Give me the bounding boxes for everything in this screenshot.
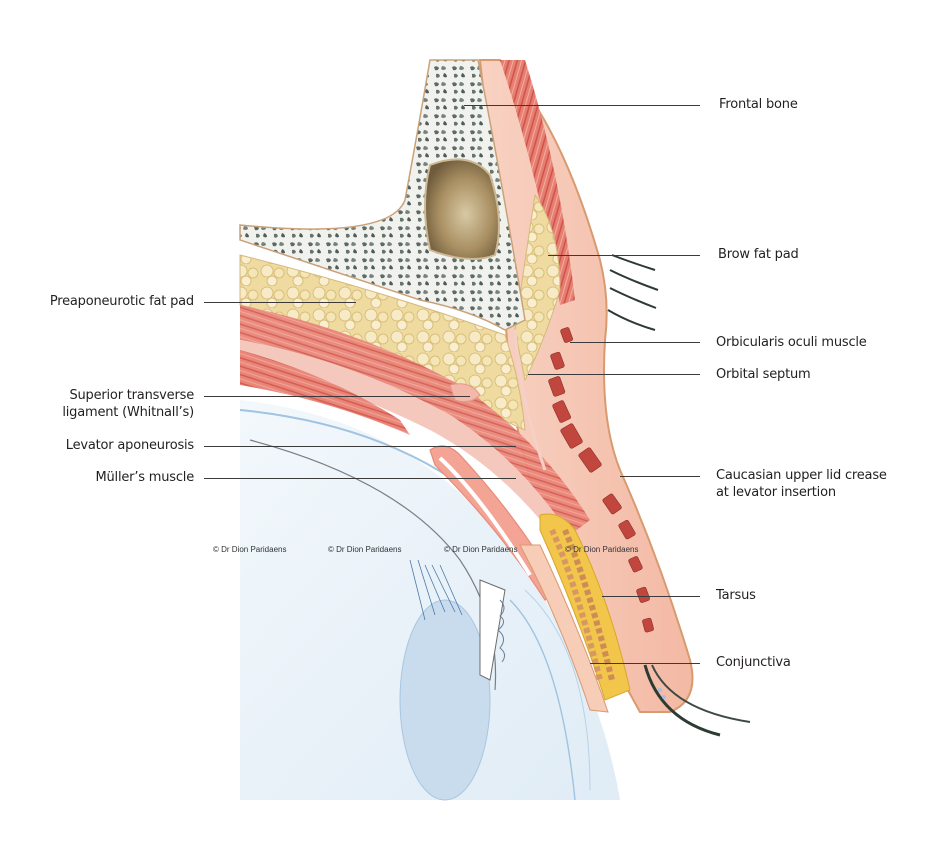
leader-conjunctiva	[590, 663, 700, 664]
label-conjunctiva: Conjunctiva	[716, 655, 791, 670]
brow-fat-pad-shape	[514, 193, 561, 382]
leader-lid-crease	[620, 476, 700, 477]
label-muller-muscle: Müller’s muscle	[95, 470, 195, 485]
eyeball-illustration	[239, 400, 620, 801]
label-superior-transverse-ligament: Superior transverse ligament (Whitnall’s…	[62, 387, 194, 421]
watermark-2: © Dr Dion Paridaens	[328, 545, 402, 554]
label-tarsus: Tarsus	[716, 588, 756, 603]
label-whitnall-line1: Superior transverse	[69, 388, 194, 403]
label-frontal-bone: Frontal bone	[719, 97, 798, 112]
label-upper-lid-crease-line1: Caucasian upper lid crease	[716, 468, 887, 483]
label-preaponeurotic-fat-pad: Preaponeurotic fat pad	[49, 294, 194, 309]
label-orbicularis-oculi: Orbicularis oculi muscle	[716, 335, 867, 350]
watermark-4: © Dr Dion Paridaens	[565, 545, 639, 554]
eyelashes	[643, 664, 751, 737]
label-orbital-septum: Orbital septum	[716, 367, 811, 382]
tarsus-shape	[539, 513, 631, 701]
leader-levator	[204, 446, 516, 447]
orbital-septum-shape	[513, 329, 547, 471]
leader-whitnall	[204, 396, 470, 397]
leader-frontal-bone	[464, 105, 700, 106]
leader-tarsus	[602, 596, 700, 597]
leader-preaponeurotic	[204, 302, 356, 303]
frontal-bone-shape	[239, 59, 526, 331]
leader-orbital-septum	[528, 374, 700, 375]
leader-muller	[204, 478, 516, 479]
conjunctiva-shape	[519, 544, 609, 713]
watermark-3: © Dr Dion Paridaens	[444, 545, 518, 554]
leader-orbicularis	[570, 342, 700, 343]
label-upper-lid-crease-line2: at levator insertion	[716, 485, 836, 500]
label-upper-lid-crease: Caucasian upper lid crease at levator in…	[716, 467, 887, 501]
levator-complex	[240, 305, 590, 545]
brow-hairs	[607, 254, 659, 331]
leader-brow-fat-pad	[548, 255, 700, 256]
label-whitnall-line2: ligament (Whitnall’s)	[62, 405, 194, 420]
label-brow-fat-pad: Brow fat pad	[718, 247, 799, 262]
orbicularis-oculi	[500, 60, 654, 633]
watermark-1: © Dr Dion Paridaens	[213, 545, 287, 554]
label-levator-aponeurosis: Levator aponeurosis	[65, 438, 194, 453]
